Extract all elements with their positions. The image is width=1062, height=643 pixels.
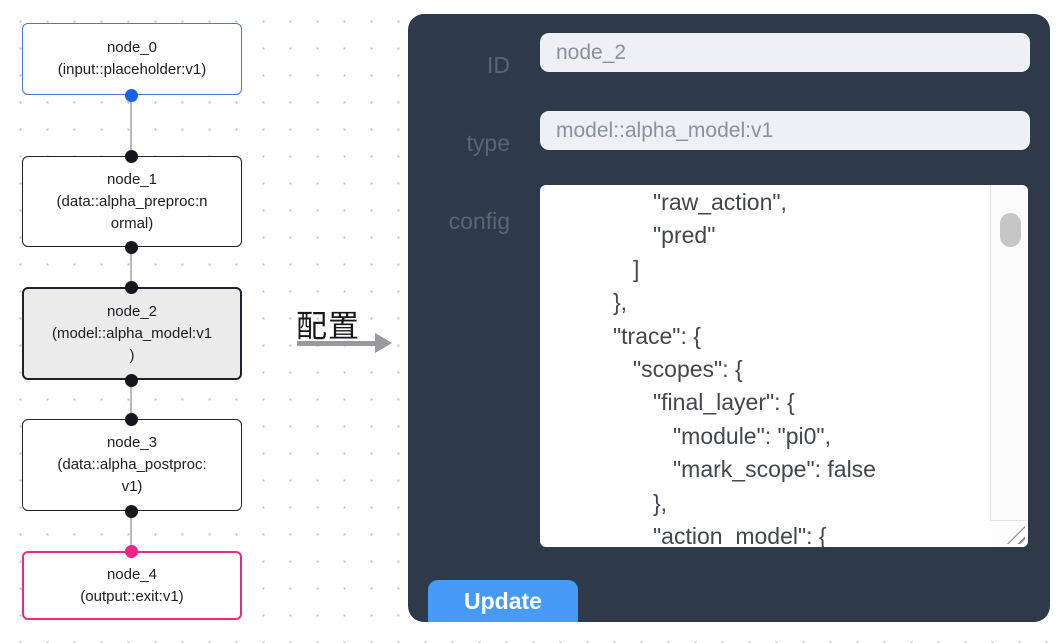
- node-type-label: (output::exit:v1): [80, 587, 184, 605]
- flow-node-node_4[interactable]: node_4 (output::exit:v1): [22, 551, 242, 620]
- configure-arrow-head-icon: [375, 333, 392, 353]
- node-title: node_2: [106, 302, 158, 320]
- id-input[interactable]: [540, 33, 1030, 72]
- config-scrollbar-track[interactable]: [990, 185, 1028, 547]
- config-json-line: "action_model": {: [653, 522, 827, 547]
- node-config-panel: ID type config "raw_action", "pred"]}, "tr…: [408, 14, 1050, 622]
- config-json-line: "trace": {: [613, 322, 701, 349]
- type-field-label: type: [466, 130, 510, 156]
- port-node_0-output[interactable]: [125, 89, 138, 102]
- configure-label: 配置: [296, 309, 360, 344]
- config-json-line: "final_layer": {: [653, 389, 795, 416]
- node-type-label: (data::alpha_preproc:n: [56, 192, 208, 210]
- config-json-line: "mark_scope": false: [673, 456, 876, 483]
- config-scrollbar-thumb[interactable]: [1000, 213, 1021, 247]
- node-title: node_0: [106, 39, 158, 56]
- flow-canvas: node_0 (input::placeholder:v1) node_1 (d…: [0, 0, 270, 643]
- node-type-label: (input::placeholder:v1): [57, 61, 207, 78]
- type-input[interactable]: [540, 111, 1030, 150]
- port-node_1-output[interactable]: [125, 241, 138, 254]
- id-field-label: ID: [487, 52, 510, 78]
- node-type-label: (model::alpha_model:v1: [51, 324, 213, 342]
- config-json-editor[interactable]: "raw_action", "pred"]}, "trace": { "scopes"…: [540, 185, 1028, 547]
- config-scroll-corner: [990, 520, 1028, 547]
- config-json-text[interactable]: "raw_action", "pred"]}, "trace": { "scopes"…: [540, 185, 990, 547]
- config-json-line: },: [613, 289, 628, 316]
- port-node_3-input[interactable]: [125, 413, 138, 426]
- port-node_2-input[interactable]: [125, 281, 138, 294]
- port-node_1-input[interactable]: [125, 150, 138, 163]
- flow-node-node_1[interactable]: node_1 (data::alpha_preproc:n ormal): [22, 156, 242, 247]
- config-json-line: "scopes": {: [633, 355, 743, 382]
- port-node_4-input[interactable]: [125, 545, 138, 558]
- resize-grip-icon[interactable]: [1007, 526, 1025, 544]
- config-json-line: ]: [633, 255, 640, 282]
- flow-node-node_2-selected[interactable]: node_2 (model::alpha_model:v1 ): [22, 287, 242, 380]
- port-node_2-output[interactable]: [125, 374, 138, 387]
- config-json-line: "module": "pi0",: [673, 422, 831, 449]
- node-title: node_3: [106, 434, 158, 451]
- update-button[interactable]: Update: [428, 580, 578, 622]
- node-title: node_4: [106, 565, 158, 583]
- node-type-label: ormal): [110, 214, 154, 232]
- node-type-label: ): [129, 346, 135, 364]
- flow-node-node_3[interactable]: node_3 (data::alpha_postproc: v1): [22, 419, 242, 511]
- config-json-line: },: [653, 489, 668, 516]
- config-field-label: config: [448, 208, 510, 234]
- node-title: node_1: [106, 170, 158, 188]
- flow-node-node_0[interactable]: node_0 (input::placeholder:v1): [22, 23, 242, 95]
- port-node_3-output[interactable]: [125, 505, 138, 518]
- configure-arrow: [297, 341, 377, 346]
- node-type-label: v1): [121, 478, 143, 495]
- config-json-line: "pred": [653, 222, 716, 249]
- config-json-line: "raw_action",: [653, 189, 787, 215]
- node-type-label: (data::alpha_postproc:: [57, 456, 207, 473]
